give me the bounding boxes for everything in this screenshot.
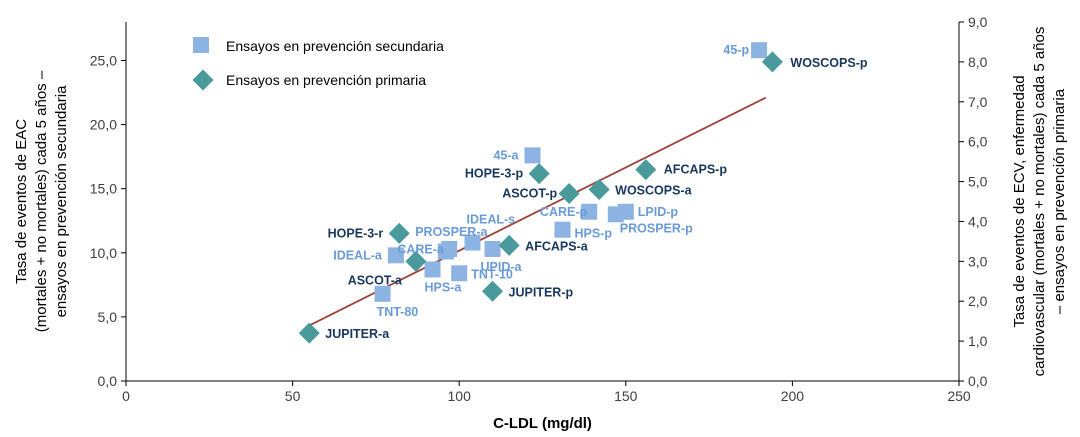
primary-trial-label: HOPE-3-r [328,226,384,240]
y-left-tick-label: 25,0 [90,52,117,68]
secondary-trial-point [424,261,441,278]
x-tick-label: 0 [122,388,130,404]
primary-trial-label: HOPE-3-p [465,167,524,181]
data-points [298,42,783,344]
primary-trial-point [388,222,410,244]
secondary-trial-label: TNT-10 [471,267,513,281]
legend-label-primary: Ensayos en prevención primaria [226,72,426,88]
primary-trial-label: AFCAPS-a [525,239,589,253]
secondary-trial-label: PROSPER-a [415,225,488,239]
x-tick-label: 50 [285,388,301,404]
secondary-trial-point [484,240,501,257]
secondary-trial-label: LPID-p [638,205,679,219]
primary-trial-point [528,163,550,185]
x-tick-label: 200 [781,388,805,404]
secondary-trial-point [451,265,468,282]
primary-trial-point [405,250,427,272]
x-tick-label: 150 [614,388,638,404]
y-right-axis-title: Tasa de eventos de ECV, enfermedad [1011,75,1028,327]
y-left-tick-label: 10,0 [90,245,117,261]
secondary-trial-point [751,42,768,59]
secondary-trial-point [524,147,541,164]
secondary-trial-label: HPS-a [425,280,463,294]
y-right-tick-label: 5,0 [968,174,988,190]
secondary-trial-label: TNT-80 [377,305,419,319]
legend-marker-primary [192,69,214,91]
x-tick-label: 250 [947,388,971,404]
primary-trial-point [498,234,520,256]
secondary-trial-label: 45-a [493,148,519,162]
secondary-trial-label: HPS-p [574,227,612,241]
primary-trial-label: ASCOT-a [348,273,403,287]
legend-label-secondary: Ensayos en prevención secundaria [226,38,444,54]
primary-trial-point [761,51,783,73]
y-left-tick-label: 0,0 [98,373,118,389]
secondary-trial-label: IDEAL-s [467,213,516,227]
secondary-trial-label: 45-p [723,43,749,57]
secondary-trial-label: UPID-a [481,260,523,274]
secondary-trial-label: IDEAL-a [333,248,383,262]
y-left-tick-label: 15,0 [90,181,117,197]
secondary-trial-point [607,206,624,223]
secondary-trial-label: CARE-p [540,205,588,219]
primary-trial-label: JUPITER-a [325,327,390,341]
primary-trial-label: JUPITER-p [509,285,574,299]
secondary-trial-point [464,234,481,251]
primary-trial-label: AFCAPS-p [664,163,728,177]
y-left-axis-title: ensayos en prevención secundaria [53,85,70,317]
secondary-trial-point [437,243,454,260]
secondary-trial-point [387,247,404,264]
y-right-tick-label: 6,0 [968,134,988,150]
primary-trial-point [635,159,657,181]
primary-trial-point [588,179,610,201]
x-axis-title: C-LDL (mg/dl) [493,415,592,432]
primary-trial-point [482,280,504,302]
secondary-trial-label: CARE-a [397,243,445,257]
legend-marker-secondary [193,37,209,53]
y-right-tick-label: 4,0 [968,213,988,229]
legend: Ensayos en prevención secundariaEnsayos … [192,37,444,91]
primary-trial-label: WOSCOPS-a [615,184,692,198]
y-right-tick-label: 1,0 [968,333,988,349]
y-right-tick-label: 3,0 [968,253,988,269]
y-right-tick-label: 9,0 [968,14,988,30]
y-right-tick-label: 7,0 [968,94,988,110]
y-right-tick-label: 2,0 [968,293,988,309]
primary-trial-point [298,322,320,344]
y-right-tick-label: 0,0 [968,373,988,389]
y-left-tick-label: 20,0 [90,117,117,133]
secondary-trial-label: PROSPER-p [620,221,693,235]
y-right-axis-title: cardiovascular (mortales + no mortales) … [1031,27,1048,377]
secondary-trial-point [374,285,391,302]
secondary-trial-point [581,203,598,220]
y-left-tick-label: 5,0 [98,309,118,325]
y-left-axis-title: (mortales + no mortales) cada 5 años – [33,70,50,332]
y-right-axis-title: – ensayos en prevención primaria [1051,88,1068,314]
y-right-tick-label: 8,0 [968,54,988,70]
x-tick-label: 100 [448,388,472,404]
secondary-trial-point [554,221,571,238]
primary-trial-label: ASCOT-p [502,187,557,201]
primary-trial-point [558,183,580,205]
primary-trial-label: WOSCOPS-p [790,56,867,70]
y-left-axis-title: Tasa de eventos de EAC [13,119,30,284]
